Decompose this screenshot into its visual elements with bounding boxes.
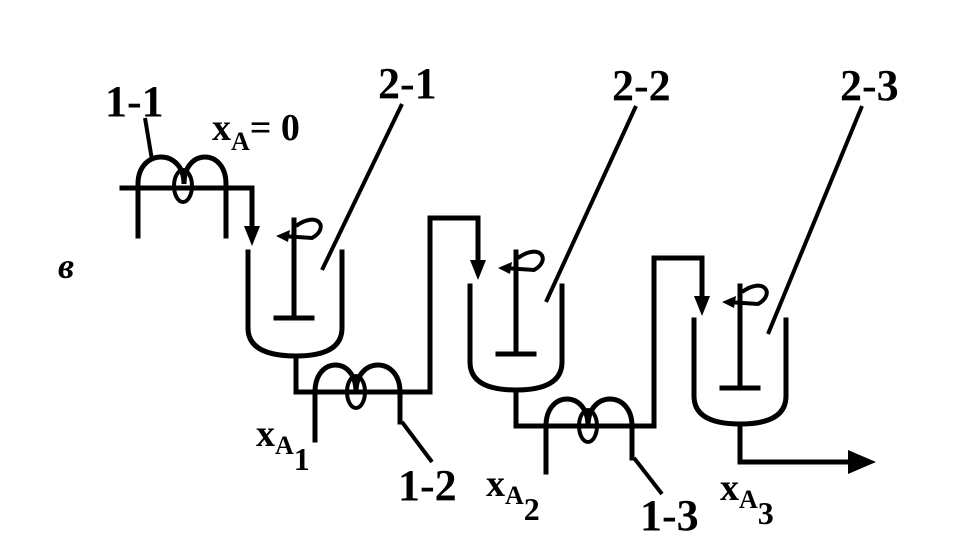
pump-leader-1-1 (143, 117, 154, 161)
pump-1-1 (119, 154, 255, 239)
inlet-composition-label: xA= 0 (212, 107, 300, 156)
reactor-label-2-1: 2-1 (378, 59, 437, 108)
reactor-label-2-2: 2-2 (612, 61, 671, 110)
pipe-to-reactor-2-2 (427, 215, 486, 395)
reactor-leader-2-2 (544, 105, 638, 303)
reactor-label-2-3: 2-3 (840, 61, 899, 110)
final-outlet-pipe (737, 421, 876, 474)
pump-label-1-1: 1-1 (105, 77, 164, 126)
reactor-2-2 (467, 249, 565, 393)
pump-leader-1-3 (632, 456, 664, 496)
reactor-leader-2-1 (320, 103, 404, 271)
pump-1-3 (543, 396, 635, 475)
outlet-composition-1: xA1 (256, 413, 310, 477)
reactor-2-3 (691, 283, 789, 427)
panel-letter: в (58, 246, 74, 286)
pipe-reactor-2-2-out (513, 387, 657, 429)
outlet-composition-3: xA3 (720, 467, 774, 531)
pipe-to-reactor-2-1 (244, 185, 260, 246)
pump-label-1-2: 1-2 (398, 461, 457, 510)
outlet-composition-2: xA2 (486, 463, 540, 527)
pipe-reactor-2-1-out (293, 353, 433, 395)
pump-leader-1-2 (400, 420, 434, 464)
reactor-2-1 (245, 217, 345, 359)
reactor-leader-2-3 (766, 105, 864, 335)
pipe-to-reactor-2-3 (651, 255, 710, 429)
pump-label-1-3: 1-3 (640, 491, 699, 537)
pump-1-2 (312, 362, 403, 443)
